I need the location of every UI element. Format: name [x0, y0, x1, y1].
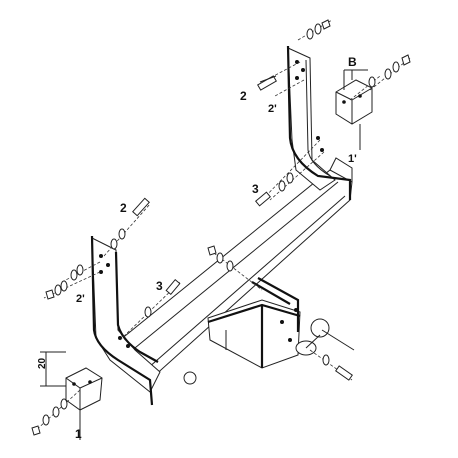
bolt-set-mid-right: [255, 139, 325, 207]
label-3-mid: 3: [252, 182, 259, 196]
bolt-set-bracket-b: [349, 54, 411, 101]
bracket-plate-1: [65, 367, 103, 440]
bolt-set-towball: [309, 329, 355, 381]
bolt-set-top-right: [257, 19, 333, 97]
label-20: 20: [37, 357, 48, 369]
label-2prime-top: 2': [268, 103, 277, 115]
bolt-set-left-upper: [103, 197, 151, 257]
right-mounting-arm: [286, 45, 352, 200]
label-1-bottom: 1: [75, 427, 82, 441]
label-2-top: 2: [240, 89, 247, 103]
label-1prime-top: 1': [348, 153, 357, 165]
bolt-set-receiver-top: [207, 245, 263, 291]
bolt-set-bottom-left: [31, 389, 81, 436]
bracket-b: [335, 69, 373, 150]
left-mounting-arm: [90, 235, 161, 406]
bolt-set-center-lower: [119, 279, 181, 341]
label-2-left: 2: [120, 201, 127, 215]
label-3-low: 3: [156, 279, 163, 293]
bolt-set-left-side: [43, 261, 101, 300]
dimension-20: [40, 351, 66, 387]
tow-ball: [295, 318, 330, 356]
label-b: B: [348, 55, 357, 69]
label-2prime-left: 2': [76, 293, 85, 305]
hitch-receiver-body: [183, 277, 301, 385]
